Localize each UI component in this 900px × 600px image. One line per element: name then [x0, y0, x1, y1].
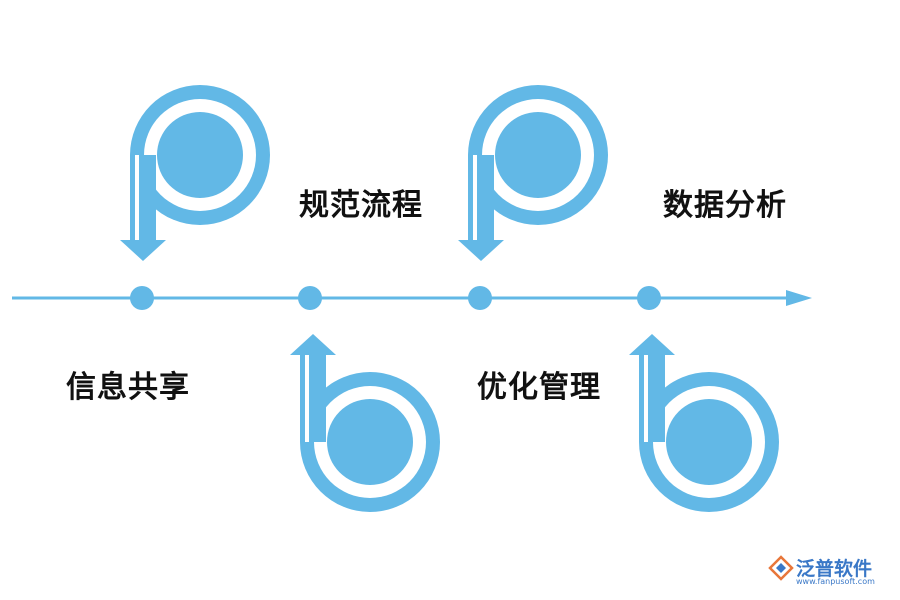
brand-url: www.fanpusoft.com: [796, 577, 875, 586]
step-label-data-analysis: 数据分析: [663, 188, 787, 223]
timeline-node: [637, 286, 661, 310]
loop-down-arrow-icon: [458, 85, 608, 261]
loop-up-arrow-icon: [290, 334, 440, 512]
loop-up-arrow-icon: [629, 334, 779, 512]
brand-logo-icon: [768, 555, 794, 581]
step-label-standardize-process: 规范流程: [299, 188, 423, 223]
brand-name: 泛普软件: [796, 558, 873, 580]
step-label-optimize-management: 优化管理: [477, 370, 601, 405]
step-label-info-sharing: 信息共享: [66, 370, 190, 405]
timeline-node: [298, 286, 322, 310]
timeline-node: [468, 286, 492, 310]
loop-down-arrow-icon: [120, 85, 270, 261]
timeline-arrowhead: [786, 290, 812, 306]
timeline-node: [130, 286, 154, 310]
